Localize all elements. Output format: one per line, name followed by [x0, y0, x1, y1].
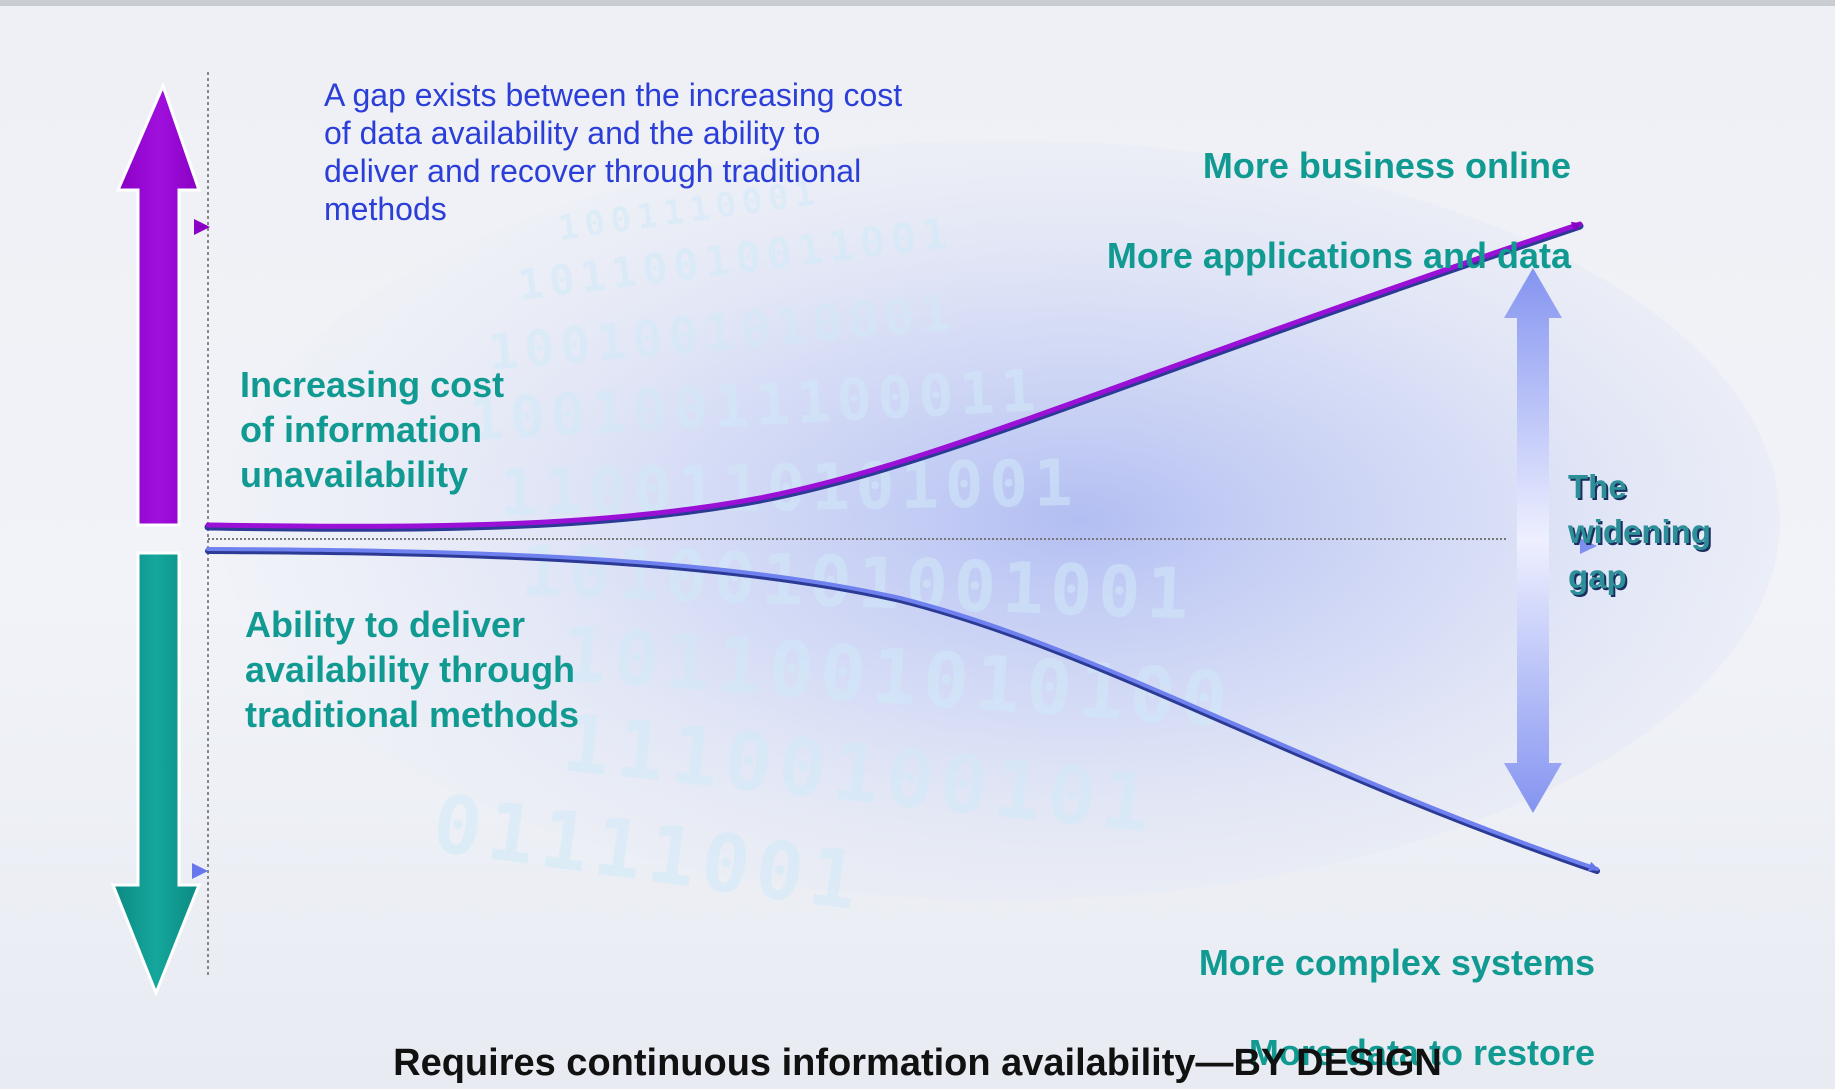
bottom-right-label: More complex systems More data to restor…: [995, 895, 1595, 1089]
top-rule: [0, 0, 1835, 6]
more-business-online-label: More business online: [1202, 145, 1571, 186]
intro-text: A gap exists between the increasing cost…: [324, 77, 903, 227]
increasing-cost-label: Increasing cost of information unavailab…: [240, 364, 505, 495]
more-applications-label: More applications and data: [1106, 235, 1571, 276]
lower-axis-marker: [192, 863, 208, 879]
teal-down-arrow: [110, 551, 202, 998]
widening-gap-label: The widening gap: [1568, 468, 1711, 595]
gap-marker: [1580, 538, 1597, 554]
upper-axis-marker: [194, 219, 210, 235]
purple-up-arrow: [115, 81, 202, 527]
gap-double-arrow: [1504, 268, 1562, 813]
more-complex-systems-label: More complex systems: [1198, 942, 1595, 983]
ability-to-deliver-label: Ability to deliver availability through …: [245, 604, 580, 735]
more-data-to-restore-label: More data to restore: [1248, 1032, 1595, 1073]
footer-caption: Requires continuous information availabi…: [393, 1042, 1442, 1084]
top-right-label: More business online More applications a…: [871, 98, 1571, 323]
